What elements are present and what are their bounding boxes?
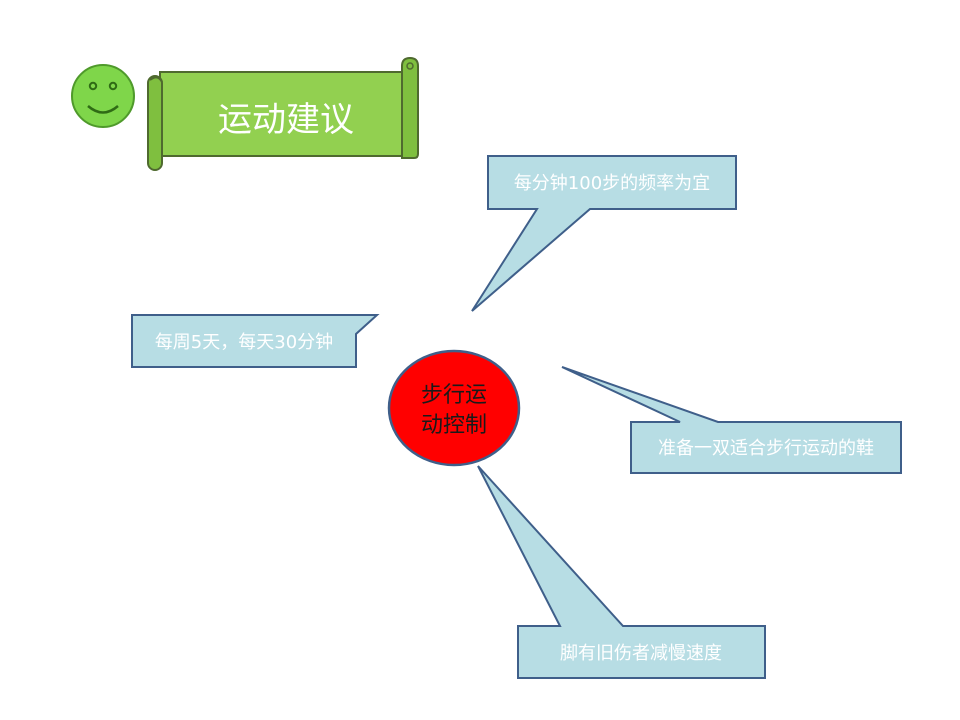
callout-text: 每周5天，每天30分钟 xyxy=(155,332,333,353)
callout-frequency: 每分钟100步的频率为宜 xyxy=(471,155,737,312)
center-label-line2: 动控制 xyxy=(421,413,487,438)
title-banner: 运动建议 xyxy=(147,56,419,171)
callout-text: 每分钟100步的频率为宜 xyxy=(514,173,710,194)
center-label-line1: 步行运 xyxy=(421,383,487,408)
smiley-face-icon xyxy=(71,64,135,128)
center-node: 步行运 动控制 xyxy=(387,349,521,467)
callout-injury: 脚有旧伤者减慢速度 xyxy=(477,465,766,679)
callout-shoes: 准备一双适合步行运动的鞋 xyxy=(561,366,902,474)
callout-schedule: 每周5天，每天30分钟 xyxy=(131,314,380,368)
callout-text: 准备一双适合步行运动的鞋 xyxy=(658,438,874,459)
page-title: 运动建议 xyxy=(218,100,354,140)
callout-text: 脚有旧伤者减慢速度 xyxy=(560,643,722,664)
